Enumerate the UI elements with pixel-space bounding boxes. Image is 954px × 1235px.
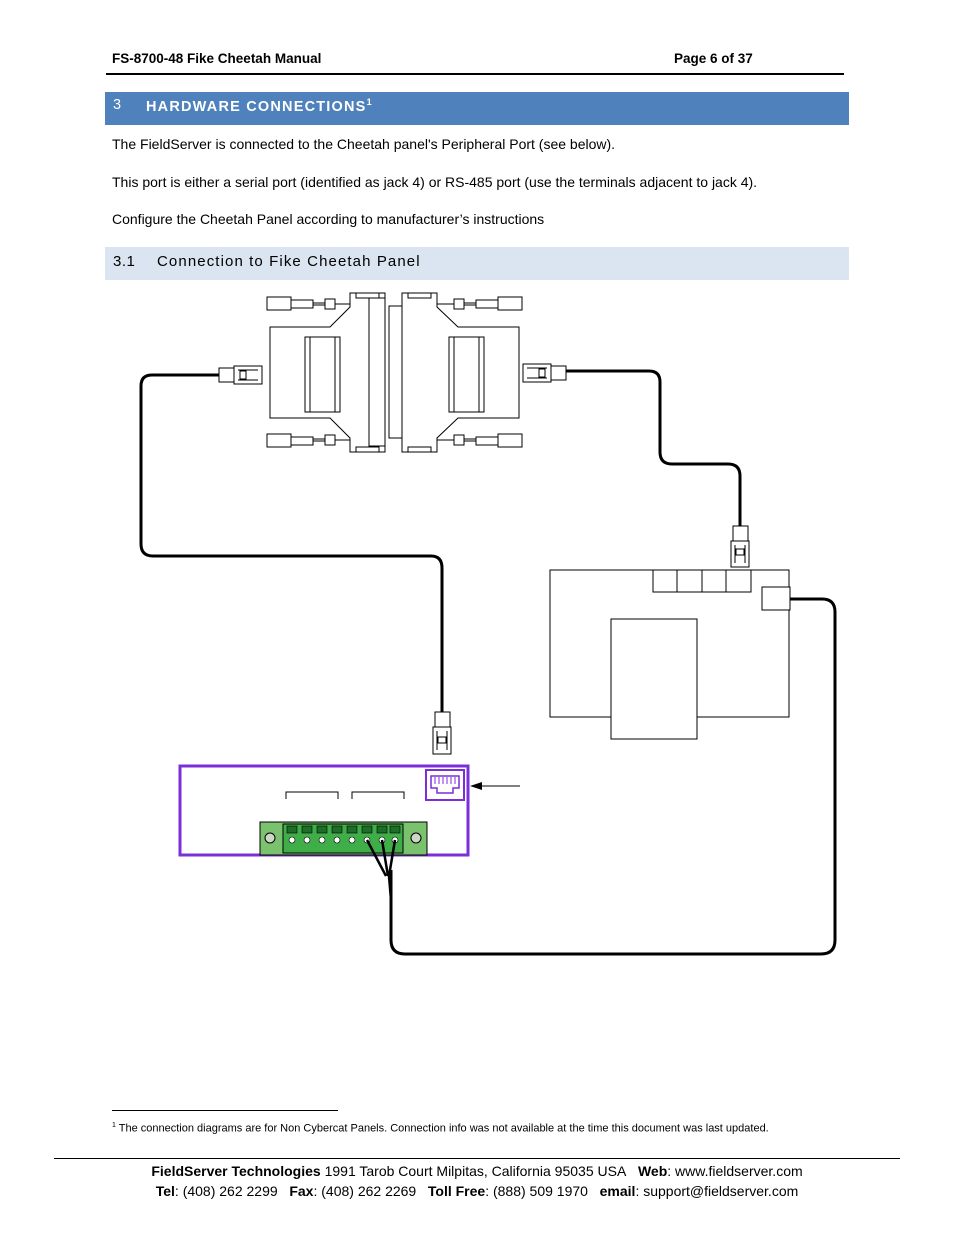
section-title: HARDWARE CONNECTIONS1 <box>146 97 372 115</box>
footnote-rule <box>112 1110 338 1111</box>
section-heading-bar <box>105 92 849 125</box>
terminal-block-icon <box>259 821 428 856</box>
cable-rs485 <box>389 597 837 956</box>
section-number: 3 <box>113 97 122 113</box>
subsection-number: 3.1 <box>113 253 136 270</box>
rj45-plug-bottom-icon <box>432 711 452 755</box>
footer-company: FieldServer Technologies <box>151 1163 321 1179</box>
rj45-plug-panel-icon <box>730 525 750 568</box>
footer-line-1: FieldServer Technologies 1991 Tarob Cour… <box>0 1163 954 1179</box>
rj45-plug-left-icon <box>218 365 263 385</box>
paragraph-1: The FieldServer is connected to the Chee… <box>112 136 616 152</box>
footer-address: 1991 Tarob Court Milpitas, California 95… <box>320 1163 627 1179</box>
footer-tollfree-label: Toll Free <box>427 1183 486 1199</box>
header-rule <box>106 73 844 75</box>
footnote-number: 1 <box>112 1122 116 1129</box>
rj45-plug-right-icon <box>522 363 567 383</box>
footer-tel-label: Tel <box>155 1183 175 1199</box>
paragraph-2: This port is either a serial port (ident… <box>112 174 758 190</box>
footer-rule <box>54 1158 900 1159</box>
footer-web[interactable]: : www.fieldserver.com <box>667 1163 803 1179</box>
rj45-jack-icon <box>425 769 465 801</box>
arrow-left-icon <box>470 782 520 790</box>
paragraph-3: Configure the Cheetah Panel according to… <box>112 211 545 227</box>
panel-board-icon <box>549 569 791 740</box>
footer-fax-label: Fax <box>289 1183 314 1199</box>
footnote-reference[interactable]: 1 <box>366 97 372 107</box>
footer-tel: : (408) 262 2299 <box>174 1183 278 1199</box>
subsection-title: Connection to Fike Cheetah Panel <box>157 253 421 270</box>
cable-right <box>566 369 742 526</box>
subsection-heading-bar <box>105 247 849 280</box>
footer-tollfree: : (888) 509 1970 <box>485 1183 588 1199</box>
footnote-text: The connection diagrams are for Non Cybe… <box>118 1122 769 1135</box>
page-header-title: FS-8700-48 Fike Cheetah Manual <box>112 51 322 66</box>
footer-email[interactable]: : support@fieldserver.com <box>635 1183 799 1199</box>
page-number: Page 6 of 37 <box>674 51 753 66</box>
section-title-text: HARDWARE CONNECTIONS <box>146 98 367 115</box>
db9-adapter-left-icon <box>266 292 386 453</box>
footnote: 1 The connection diagrams are for Non Cy… <box>112 1122 769 1135</box>
fieldserver-board-icon <box>178 764 470 857</box>
db9-adapter-right-icon <box>388 292 523 453</box>
footer-fax: : (408) 262 2269 <box>313 1183 417 1199</box>
footer-line-2: Tel: (408) 262 2299 Fax: (408) 262 2269 … <box>0 1183 954 1199</box>
footer-web-label: Web <box>637 1163 668 1179</box>
footer-email-label: email <box>599 1183 636 1199</box>
terminal-wires <box>365 839 397 901</box>
cable-left <box>139 373 444 712</box>
